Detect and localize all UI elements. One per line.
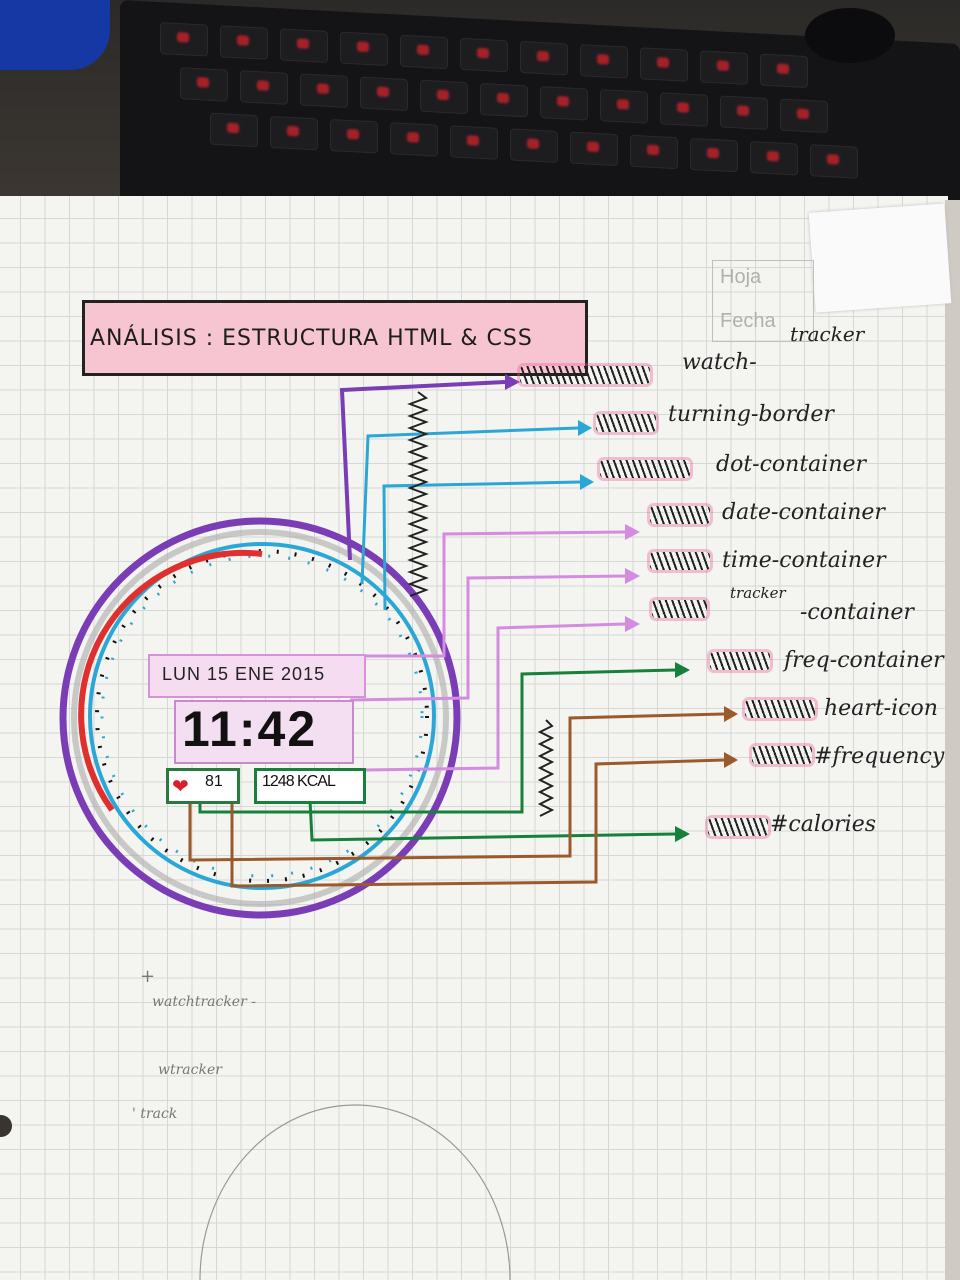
punch-hole: [0, 1115, 12, 1137]
watch-grey-ring: [71, 529, 449, 907]
date-text: LUN 15 ENE 2015: [162, 664, 326, 684]
grid-paper-sheet: [0, 196, 948, 1280]
label-heart-icon: heart-icon: [824, 696, 938, 721]
frequency-value: 81: [205, 773, 223, 790]
sheet-header-box: [712, 260, 814, 342]
dot-container-dots: [95, 549, 429, 883]
label-freq-container: freq-container: [784, 648, 944, 673]
label-calories: #calories: [770, 812, 877, 837]
time-text: 11:42: [182, 701, 318, 757]
scribble-2: [596, 414, 656, 432]
scribble-10: [708, 818, 768, 836]
label-tracker: tracker: [790, 322, 865, 346]
label-tracker-small: tracker: [730, 584, 786, 602]
scribble-3: [600, 460, 690, 478]
date-container: [148, 654, 366, 698]
scribble-5: [650, 552, 710, 570]
freq-container: [166, 768, 240, 804]
label-date-container: date-container: [722, 500, 885, 525]
calories-value: 1248 KCAL: [262, 773, 336, 790]
scribble-8: [745, 700, 815, 718]
watch-outer-ring: [59, 517, 461, 919]
print-fecha: Fecha: [720, 310, 776, 332]
scribble-9: [752, 746, 812, 764]
blue-cup: [0, 0, 110, 70]
note-wtracker: wtracker: [158, 1062, 222, 1078]
note-watchtracker: watchtracker -: [152, 994, 256, 1010]
time-container: [174, 700, 354, 764]
page-title: ANÁLISIS : ESTRUCTURA HTML & CSS: [90, 326, 533, 351]
calories-container: [254, 768, 366, 804]
scribble-7: [710, 652, 770, 670]
label-dot-container: dot-container: [716, 452, 867, 477]
label-turning-border: turning-border: [668, 402, 834, 427]
dot-ring: [100, 554, 424, 878]
scribble-6: [652, 600, 707, 618]
label-frequency: #frequency: [814, 744, 945, 769]
note-track: ' track: [132, 1106, 178, 1122]
print-hoja: Hoja: [720, 266, 762, 288]
turning-border-ring: [88, 542, 436, 890]
keyboard-knob: [805, 8, 895, 63]
scribble-4: [650, 506, 710, 524]
label-time-container: time-container: [722, 548, 886, 573]
paper-edge-shadow: [945, 200, 960, 1280]
title-highlight-box: [82, 300, 588, 376]
label-container: -container: [800, 600, 914, 625]
progress-arc: [78, 549, 263, 812]
pencil-circle: [199, 1104, 511, 1280]
scribble-1: [520, 366, 650, 384]
label-watch: watch-: [682, 350, 757, 375]
heart-icon: ❤: [172, 776, 189, 798]
note-plus: +: [140, 966, 156, 987]
